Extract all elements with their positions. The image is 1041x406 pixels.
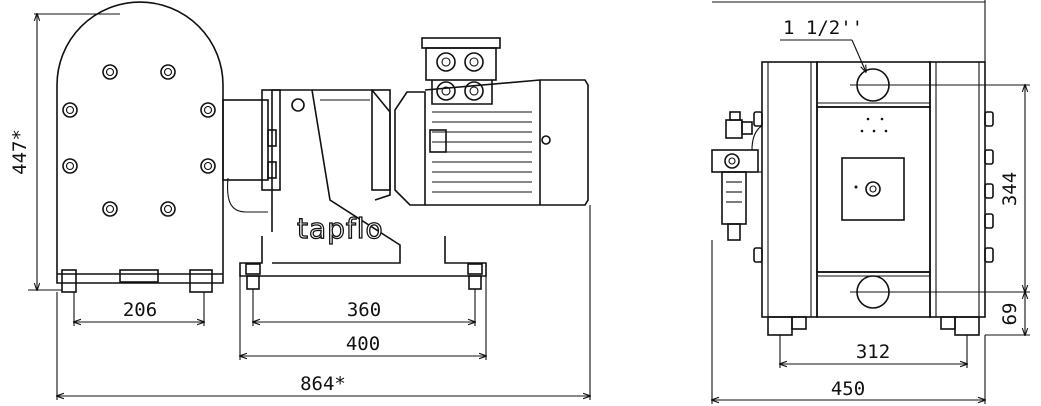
dim-outlet-height: 69 xyxy=(999,303,1021,326)
electric-motor xyxy=(394,37,589,206)
terminal-box xyxy=(421,37,501,105)
dim-overall-width: 450 xyxy=(831,378,865,400)
air-filter-regulator xyxy=(711,111,763,241)
dim-foot-spacing: 206 xyxy=(123,299,157,321)
dim-port-spacing: 344 xyxy=(999,172,1021,206)
front-dimensions: 1 1/2'' 344 69 312 450 xyxy=(712,0,1030,404)
left-side-bolts xyxy=(753,111,763,263)
side-view: tapflo 447* 206 360 400 xyxy=(9,1,590,400)
side-dimensions: 447* 206 360 400 864* xyxy=(9,14,590,400)
base-plate xyxy=(239,236,487,290)
center-body xyxy=(816,106,931,273)
pedestal xyxy=(267,89,401,264)
dim-foot-spacing-front: 312 xyxy=(856,341,890,363)
pump-housing xyxy=(56,1,224,293)
gearbox xyxy=(312,89,391,201)
housing-bolt-icon xyxy=(62,64,216,217)
dim-overall-length: 864* xyxy=(300,373,346,395)
dim-port-size: 1 1/2'' xyxy=(783,17,863,39)
cooling-fins xyxy=(432,111,532,193)
dim-height-total: 447* xyxy=(9,129,31,175)
top-manifold xyxy=(816,61,1030,108)
right-chamber xyxy=(929,61,994,336)
front-view: 1 1/2'' 344 69 312 450 xyxy=(711,0,1030,404)
dim-base-length: 400 xyxy=(346,333,380,355)
dim-base-hole-spacing: 360 xyxy=(347,299,381,321)
brand-logo: tapflo xyxy=(297,212,384,245)
left-chamber xyxy=(761,61,818,336)
